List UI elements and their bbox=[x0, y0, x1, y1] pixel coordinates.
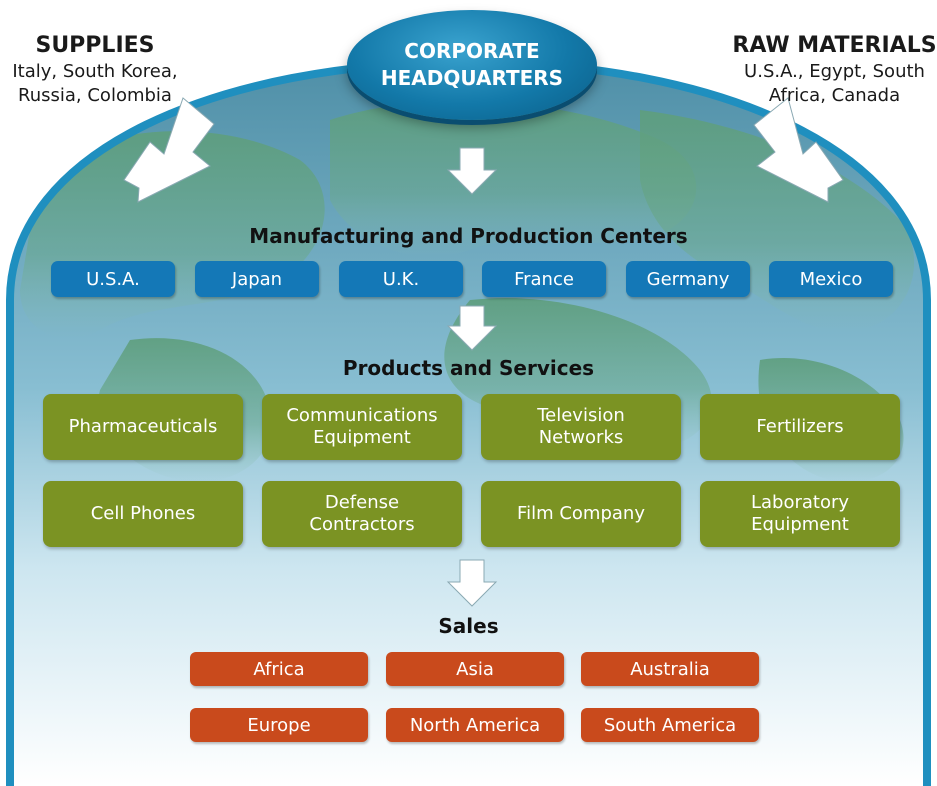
product-line: Communications bbox=[286, 405, 438, 426]
hq-line: CORPORATE bbox=[404, 39, 540, 63]
hq-line: HEADQUARTERS bbox=[380, 66, 564, 90]
sales-node: Asia bbox=[386, 652, 564, 686]
product-node: Pharmaceuticals bbox=[43, 394, 243, 460]
product-node: Cell Phones bbox=[43, 481, 243, 547]
raw-materials-title: RAW MATERIALS bbox=[732, 33, 937, 58]
mfg-node: Japan bbox=[195, 261, 319, 297]
supplies-line: Russia, Colombia bbox=[18, 85, 172, 106]
arrow-hq-down-icon bbox=[446, 147, 498, 195]
product-line: Pharmaceuticals bbox=[68, 416, 218, 437]
supplies-line: Italy, South Korea, bbox=[12, 61, 178, 82]
product-node: Fertilizers bbox=[700, 394, 900, 460]
product-line: Equipment bbox=[751, 514, 849, 535]
mfg-node: France bbox=[482, 261, 606, 297]
product-line: Film Company bbox=[517, 503, 645, 524]
arrow-products-down-icon bbox=[446, 559, 498, 607]
product-line: Laboratory bbox=[750, 492, 850, 513]
products-title: Products and Services bbox=[342, 356, 595, 380]
supplies-title: SUPPLIES bbox=[35, 33, 155, 58]
product-line: Equipment bbox=[313, 427, 411, 448]
mfg-node: U.S.A. bbox=[51, 261, 175, 297]
raw-materials-block: RAW MATERIALS U.S.A., Egypt, South Afric… bbox=[732, 32, 937, 108]
raw-materials-line: U.S.A., Egypt, South bbox=[744, 61, 925, 82]
mfg-node: Mexico bbox=[769, 261, 893, 297]
sales-node: Africa bbox=[190, 652, 368, 686]
sales-title: Sales bbox=[438, 614, 499, 638]
arrow-mfg-down-icon bbox=[446, 305, 498, 351]
supplies-block: SUPPLIES Italy, South Korea, Russia, Col… bbox=[0, 32, 190, 108]
sales-node: South America bbox=[581, 708, 759, 742]
mfg-node: Germany bbox=[626, 261, 750, 297]
raw-materials-line: Africa, Canada bbox=[768, 85, 901, 106]
product-line: Defense bbox=[324, 492, 400, 513]
product-node: Film Company bbox=[481, 481, 681, 547]
manufacturing-title: Manufacturing and Production Centers bbox=[249, 224, 688, 248]
product-line: Fertilizers bbox=[756, 416, 844, 437]
corporate-headquarters-node: CORPORATE HEADQUARTERS bbox=[347, 10, 597, 120]
product-line: Contractors bbox=[309, 514, 415, 535]
product-line: Television bbox=[537, 405, 625, 426]
mfg-node: U.K. bbox=[339, 261, 463, 297]
sales-node: Europe bbox=[190, 708, 368, 742]
sales-node: Australia bbox=[581, 652, 759, 686]
arrow-raw-materials-icon bbox=[753, 97, 844, 203]
sales-node: North America bbox=[386, 708, 564, 742]
arrow-supplies-icon bbox=[123, 97, 215, 203]
product-line: Networks bbox=[538, 427, 624, 448]
product-line: Cell Phones bbox=[90, 503, 196, 524]
